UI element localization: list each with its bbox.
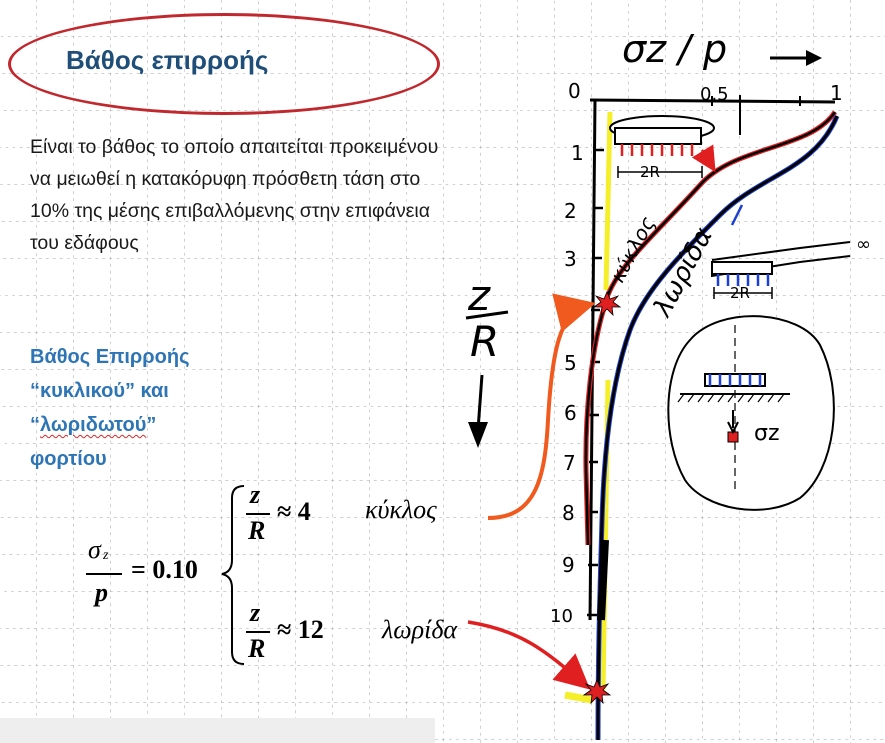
strip-width-label: 2R: [730, 284, 750, 302]
strip-infinity: ∞: [856, 234, 871, 255]
eq-p: p: [95, 578, 108, 607]
highlight-upper: [603, 111, 613, 291]
title-oval: [8, 13, 440, 115]
eq-case1-value: ≈ 4: [277, 497, 311, 526]
subtitle-line-4: φορτίου: [30, 448, 107, 470]
eq-case1-label: κύκλος: [365, 495, 437, 524]
arrow-circle-depth: [487, 293, 596, 520]
y-tick-3: 3: [564, 247, 577, 271]
y-axis-label-r: R: [470, 317, 499, 366]
y-tick-6: 6: [564, 401, 577, 425]
subtitle-line-3: “λωριδωτού”: [30, 408, 190, 442]
y-tick-1: 1: [571, 141, 584, 165]
eq-sigma-sub: z: [103, 548, 109, 563]
eq-case2-den: R: [248, 634, 266, 663]
subtitle-line-2: “κυκλικού” και: [30, 380, 169, 402]
arrow-strip-depth: [467, 620, 591, 690]
definition-text: Είναι το βάθος το οποίο απαιτείται προκε…: [30, 136, 439, 254]
strip-word: λωριδωτού: [40, 414, 147, 436]
eq-case1-den: R: [248, 516, 266, 545]
y-axis-down-arrow: [476, 374, 484, 431]
eq-case1-num: z: [250, 480, 261, 509]
marker-strip-depth: [582, 678, 612, 705]
y-tick-10: 10: [550, 606, 573, 627]
quote-open: “: [30, 414, 40, 436]
eq-main-fraction-bar: [86, 573, 122, 575]
eq-case1-bar: [246, 513, 270, 515]
quote-close: ”: [146, 414, 157, 436]
circular-load-sketch: 2R: [609, 115, 716, 181]
curve-label-strip: λωρίδα: [647, 223, 719, 323]
y-axis-label-z: z: [467, 271, 491, 320]
y-tick-8: 8: [562, 501, 575, 525]
y-tick-7: 7: [563, 451, 576, 475]
x-axis-arrowhead: [806, 50, 822, 66]
subtitle-line-1: Βάθος Επιρροής: [30, 346, 190, 368]
y-ticks: 1 2 3 4 5 6 7 8 9 10: [550, 141, 604, 627]
footer-band: [0, 718, 435, 743]
circle-width-label: 2R: [640, 163, 660, 181]
stress-point-inset: σz: [667, 315, 835, 511]
inset-stress-label: σz: [754, 421, 780, 446]
eq-equals: = 0.10: [131, 555, 198, 584]
marker-circle-depth: [592, 290, 622, 317]
eq-case2-label: λωρίδα: [382, 615, 458, 644]
strip-load-sketch: 2R ∞: [711, 204, 871, 302]
influence-depth-subtitle: Βάθος Επιρροής “κυκλικού” και “λωριδωτού…: [30, 340, 190, 476]
x-axis-label: σz / p: [622, 27, 727, 71]
equation-brace: [221, 485, 245, 665]
eq-case2-value: ≈ 12: [277, 615, 324, 644]
eq-case2-num: z: [250, 598, 261, 627]
y-tick-9: 9: [562, 553, 575, 577]
y-tick-5: 5: [564, 351, 577, 375]
y-tick-2: 2: [564, 199, 577, 223]
circle-curve: [584, 111, 837, 546]
slide-title: Βάθος επιρροής: [66, 45, 269, 75]
eq-sigma: σ: [88, 535, 101, 564]
x-tick-1: 1: [830, 81, 843, 105]
eq-case2-bar: [246, 631, 270, 633]
curve-label-circle: κύκλος: [605, 212, 660, 286]
x-tick-0: 0: [568, 79, 581, 103]
